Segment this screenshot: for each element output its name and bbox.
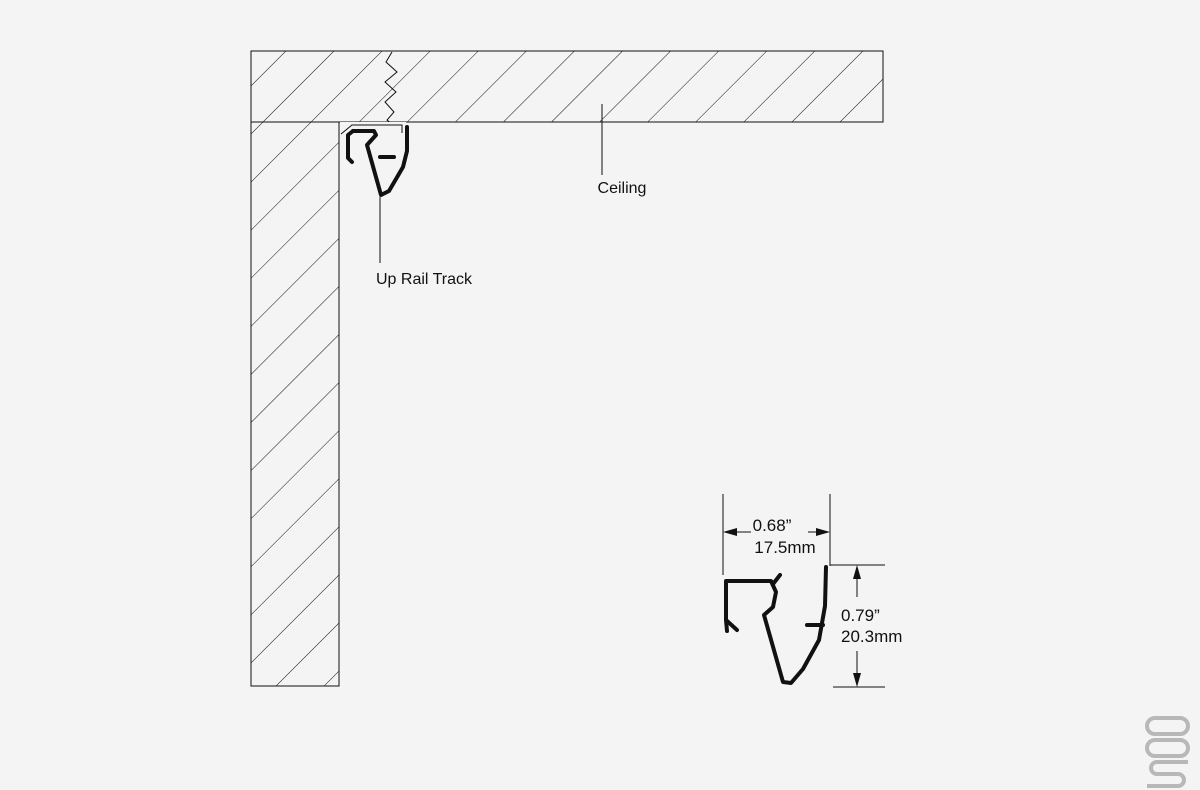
wall	[250, 121, 340, 687]
track-label: Up Rail Track	[376, 271, 473, 288]
width-inches: 0.68”	[753, 516, 792, 535]
brand-logo	[1145, 716, 1190, 788]
ceiling-slab	[250, 50, 884, 123]
height-mm: 20.3mm	[841, 627, 902, 646]
track-profile-detail	[724, 565, 828, 685]
height-dimension: 0.79” 20.3mm	[830, 564, 902, 688]
ceiling-label: Ceiling	[598, 180, 647, 197]
width-mm: 17.5mm	[754, 538, 815, 557]
width-dimension: 0.68” 17.5mm	[722, 494, 831, 575]
height-inches: 0.79”	[841, 606, 880, 625]
installed-track-profile	[340, 122, 409, 197]
